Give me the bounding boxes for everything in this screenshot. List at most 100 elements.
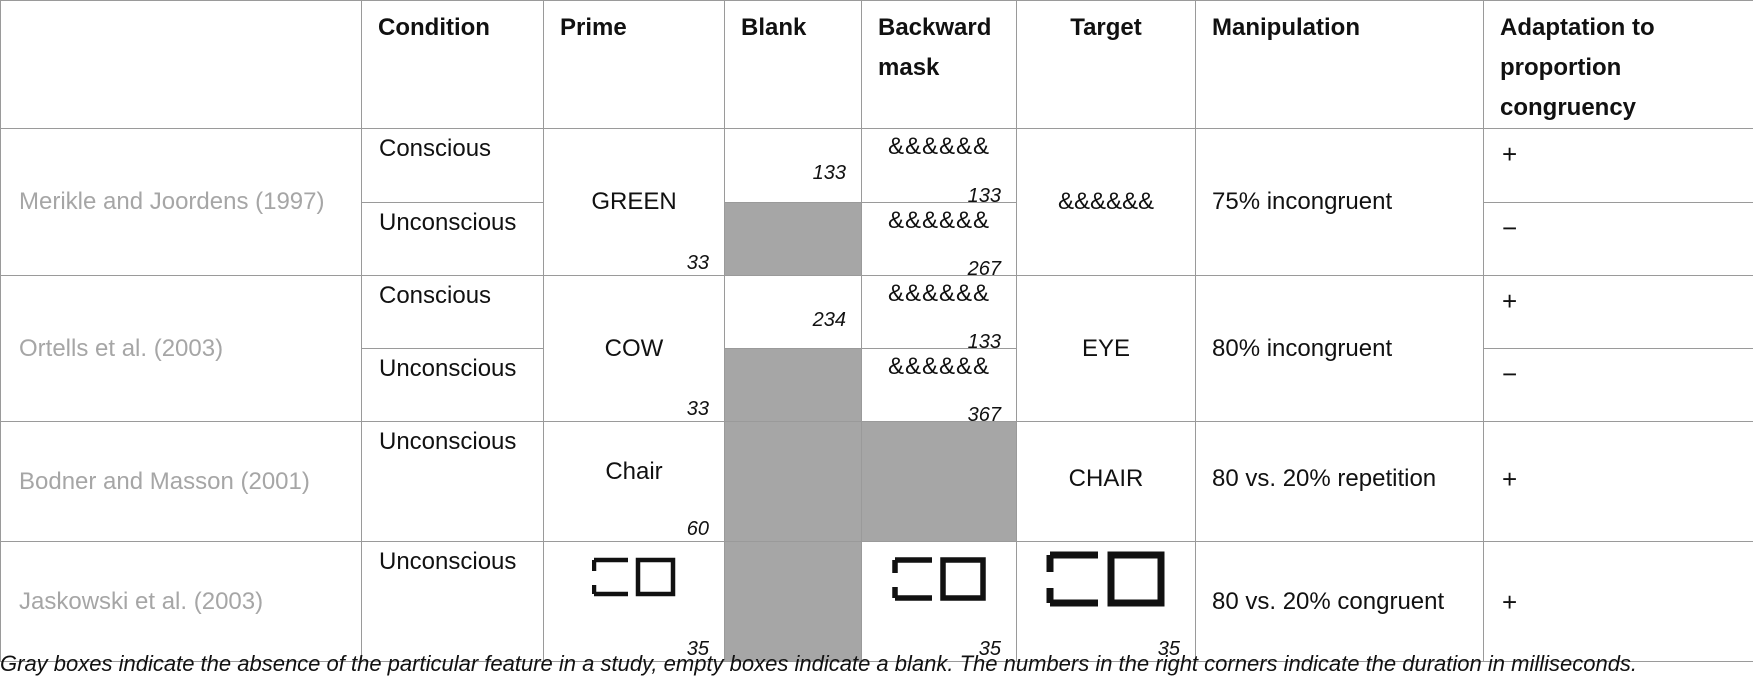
manipulation-cell: 80 vs. 20% repetition xyxy=(1195,421,1484,542)
header-target: Target xyxy=(1016,0,1196,129)
target-cell: CHAIR xyxy=(1016,421,1196,542)
prime-cell: COW 33 xyxy=(543,275,725,422)
bracket-square-stimulus-icon xyxy=(862,556,1016,607)
header-blank: Blank xyxy=(724,0,862,129)
mask-duration: 133 xyxy=(967,331,1001,353)
study-name: Jaskowski et al. (2003) xyxy=(19,587,264,615)
manipulation-text: 75% incongruent xyxy=(1212,188,1393,215)
target-cell: EYE xyxy=(1016,275,1196,422)
prime-cell: GREEN 33 xyxy=(543,128,725,276)
prime-word: Chair xyxy=(605,457,663,485)
condition-cell: Conscious xyxy=(361,275,544,349)
mask-cell: &&&&&& 367 xyxy=(861,348,1017,426)
adaptation-cell: + xyxy=(1483,128,1753,203)
bracket-square-stimulus-icon xyxy=(1017,550,1195,613)
blank-cell: 234 xyxy=(724,275,862,349)
mask-string: &&&&&& xyxy=(887,280,991,307)
target-duration: 35 xyxy=(1157,638,1180,660)
adaptation-sign: + xyxy=(1502,464,1518,495)
header-manipulation: Manipulation xyxy=(1195,0,1484,129)
mask-string: &&&&&& xyxy=(887,133,991,160)
mask-duration: 133 xyxy=(967,185,1001,207)
header-condition: Condition xyxy=(361,0,544,129)
mask-duration: 267 xyxy=(967,258,1001,280)
blank-cell: 133 xyxy=(724,128,862,203)
adaptation-cell: + xyxy=(1483,275,1753,349)
table-row: Unconscious &&&&&& 367 − xyxy=(1,348,1753,426)
adaptation-sign: − xyxy=(1502,213,1518,243)
mask-cell: 35 xyxy=(861,541,1017,662)
mask-cell: &&&&&& 267 xyxy=(861,202,1017,280)
mask-string: &&&&&& xyxy=(887,353,991,380)
study-comparison-table: Condition Prime Blank Backward mask Targ… xyxy=(0,0,1753,662)
study-name: Bodner and Masson (2001) xyxy=(19,467,310,495)
target-word: &&&&&& xyxy=(1057,188,1155,215)
blank-absent-box xyxy=(724,541,862,662)
header-prime: Prime xyxy=(543,0,725,129)
condition-cell: Unconscious xyxy=(361,202,544,276)
prime-word: GREEN xyxy=(591,188,677,215)
blank-absent-box xyxy=(724,348,862,422)
table-caption: Gray boxes indicate the absence of the p… xyxy=(0,651,1638,676)
prime-duration: 60 xyxy=(686,518,709,540)
mask-absent-box xyxy=(861,421,1017,542)
target-word: CHAIR xyxy=(1068,465,1144,493)
prime-duration: 33 xyxy=(686,252,709,274)
table-row: Unconscious &&&&&& 267 − xyxy=(1,202,1753,280)
mask-duration: 367 xyxy=(967,404,1001,426)
adaptation-sign: + xyxy=(1502,139,1518,169)
manipulation-text: 80 vs. 20% congruent xyxy=(1212,587,1445,615)
manipulation-cell: 75% incongruent xyxy=(1195,128,1484,276)
table-row: Jaskowski et al. (2003) Unconscious 35 xyxy=(0,541,1753,662)
condition-label: Conscious xyxy=(379,135,492,162)
header-row: Condition Prime Blank Backward mask Targ… xyxy=(0,0,1753,129)
blank-absent-box xyxy=(724,202,862,276)
condition-cell: Conscious xyxy=(361,128,544,203)
target-cell: &&&&&& xyxy=(1016,128,1196,276)
study-cell: Merikle and Joordens (1997) xyxy=(0,128,362,276)
manipulation-cell: 80% incongruent xyxy=(1195,275,1484,422)
mask-duration: 35 xyxy=(978,638,1001,660)
header-adaptation: Adaptation to proportion congruency xyxy=(1483,0,1753,129)
header-study xyxy=(0,0,362,129)
study-cell: Ortells et al. (2003) xyxy=(0,275,362,422)
adaptation-cell: + xyxy=(1483,421,1753,542)
condition-label: Unconscious xyxy=(379,209,517,236)
adaptation-cell: + xyxy=(1483,541,1753,662)
manipulation-cell: 80 vs. 20% congruent xyxy=(1195,541,1484,662)
table-row: Bodner and Masson (2001) Unconscious Cha… xyxy=(0,421,1753,542)
prime-word: COW xyxy=(604,334,664,362)
adaptation-sign: + xyxy=(1502,286,1518,316)
condition-cell: Unconscious xyxy=(361,421,544,542)
target-word: EYE xyxy=(1081,334,1131,362)
adaptation-sign: + xyxy=(1502,586,1518,617)
blank-absent-box xyxy=(724,421,862,542)
condition-label: Unconscious xyxy=(379,355,517,382)
manipulation-text: 80 vs. 20% repetition xyxy=(1212,465,1437,493)
prime-cell: 35 xyxy=(543,541,725,662)
condition-label: Conscious xyxy=(379,282,492,309)
study-name: Ortells et al. (2003) xyxy=(19,334,224,362)
mask-cell: &&&&&& 133 xyxy=(861,128,1017,207)
target-cell: 35 xyxy=(1016,541,1196,662)
mask-string: &&&&&& xyxy=(887,207,991,234)
header-backward-mask: Backward mask xyxy=(861,0,1017,129)
table-row: Ortells et al. (2003) Conscious COW 33 2… xyxy=(0,275,1753,422)
study-cell: Bodner and Masson (2001) xyxy=(0,421,362,542)
adaptation-cell: − xyxy=(1483,202,1753,276)
condition-label: Unconscious xyxy=(379,548,517,575)
blank-duration: 133 xyxy=(812,162,846,184)
bracket-square-stimulus-icon xyxy=(544,556,724,603)
adaptation-cell: − xyxy=(1483,348,1753,422)
study-cell: Jaskowski et al. (2003) xyxy=(0,541,362,662)
manipulation-text: 80% incongruent xyxy=(1212,334,1393,362)
table-row: Merikle and Joordens (1997) Conscious GR… xyxy=(0,128,1753,276)
condition-cell: Unconscious xyxy=(361,541,544,662)
prime-cell: Chair 60 xyxy=(543,421,725,542)
blank-duration: 234 xyxy=(812,309,846,331)
prime-duration: 33 xyxy=(686,398,709,420)
mask-cell: &&&&&& 133 xyxy=(861,275,1017,353)
prime-duration: 35 xyxy=(686,638,709,660)
study-name: Merikle and Joordens (1997) xyxy=(19,188,325,215)
adaptation-sign: − xyxy=(1502,359,1518,389)
